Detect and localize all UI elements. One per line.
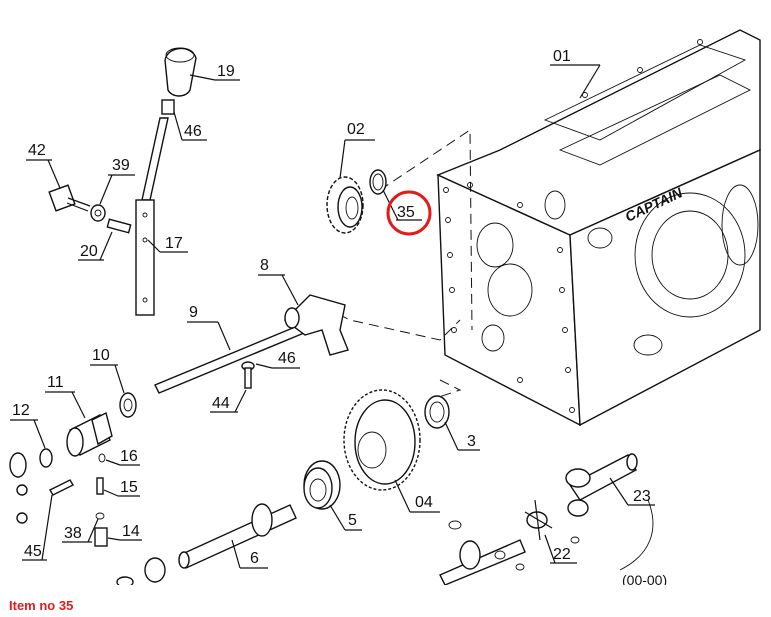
screw-part-44: 46 44 [210, 350, 300, 413]
shaft-part-6: 6 [116, 503, 297, 585]
housing-part-01: CAPTAIN 01 [436, 29, 761, 427]
label-3: 3 [467, 433, 476, 450]
label-39: 39 [112, 157, 130, 174]
label-16: 16 [120, 448, 138, 465]
label-11: 11 [47, 374, 64, 391]
label-02: 02 [347, 121, 365, 138]
housing-bolt-holes [443, 39, 703, 413]
highlight-circle [386, 190, 432, 236]
label-15: 15 [120, 479, 138, 496]
label-8: 8 [260, 257, 269, 274]
label-23: 23 [633, 488, 651, 505]
label-22: 22 [553, 546, 571, 563]
label-9: 9 [189, 304, 198, 321]
label-38: 38 [64, 525, 82, 542]
partial-label: (00-00) [622, 572, 667, 585]
label-46-mid: 46 [278, 350, 296, 367]
shift-rod-part-9: 9 [154, 304, 305, 394]
label-01: 01 [553, 48, 571, 65]
sleeve-part-5: 5 [303, 460, 362, 531]
gear-lever-assembly: 19 46 17 [135, 47, 240, 316]
label-5: 5 [348, 512, 357, 529]
label-35: 35 [397, 204, 415, 221]
small-parts-14-15-16-38-45: 16 15 14 38 45 [16, 448, 142, 561]
gear-part-02: 02 [326, 121, 375, 234]
label-14: 14 [122, 523, 140, 540]
label-20: 20 [80, 243, 98, 260]
label-10: 10 [92, 347, 110, 364]
label-6: 6 [250, 550, 259, 567]
bolt-washer-pin: 42 39 20 [26, 142, 135, 261]
label-12: 12 [12, 402, 30, 419]
label-19: 19 [217, 63, 235, 80]
bearing-part-3: 3 [424, 395, 480, 451]
exploded-parts-diagram: CAPTAIN 01 02 35 19 46 [9, 29, 761, 585]
label-17: 17 [165, 235, 183, 252]
collar-assembly-10-11-12: 10 11 12 [9, 347, 137, 496]
label-44: 44 [212, 395, 230, 412]
shift-fork-part-8: 8 [258, 257, 349, 356]
shaft-part-23: 23 (00-00) [565, 453, 667, 585]
label-45: 45 [24, 543, 42, 560]
circlip-part-35: 35 [369, 169, 432, 236]
universal-joint-part-22: 22 [439, 499, 589, 585]
item-caption: Item no 35 [9, 598, 74, 613]
label-42: 42 [28, 142, 46, 159]
label-04: 04 [415, 494, 433, 511]
label-46-top: 46 [184, 123, 202, 140]
gear-part-04: 04 [343, 389, 440, 513]
